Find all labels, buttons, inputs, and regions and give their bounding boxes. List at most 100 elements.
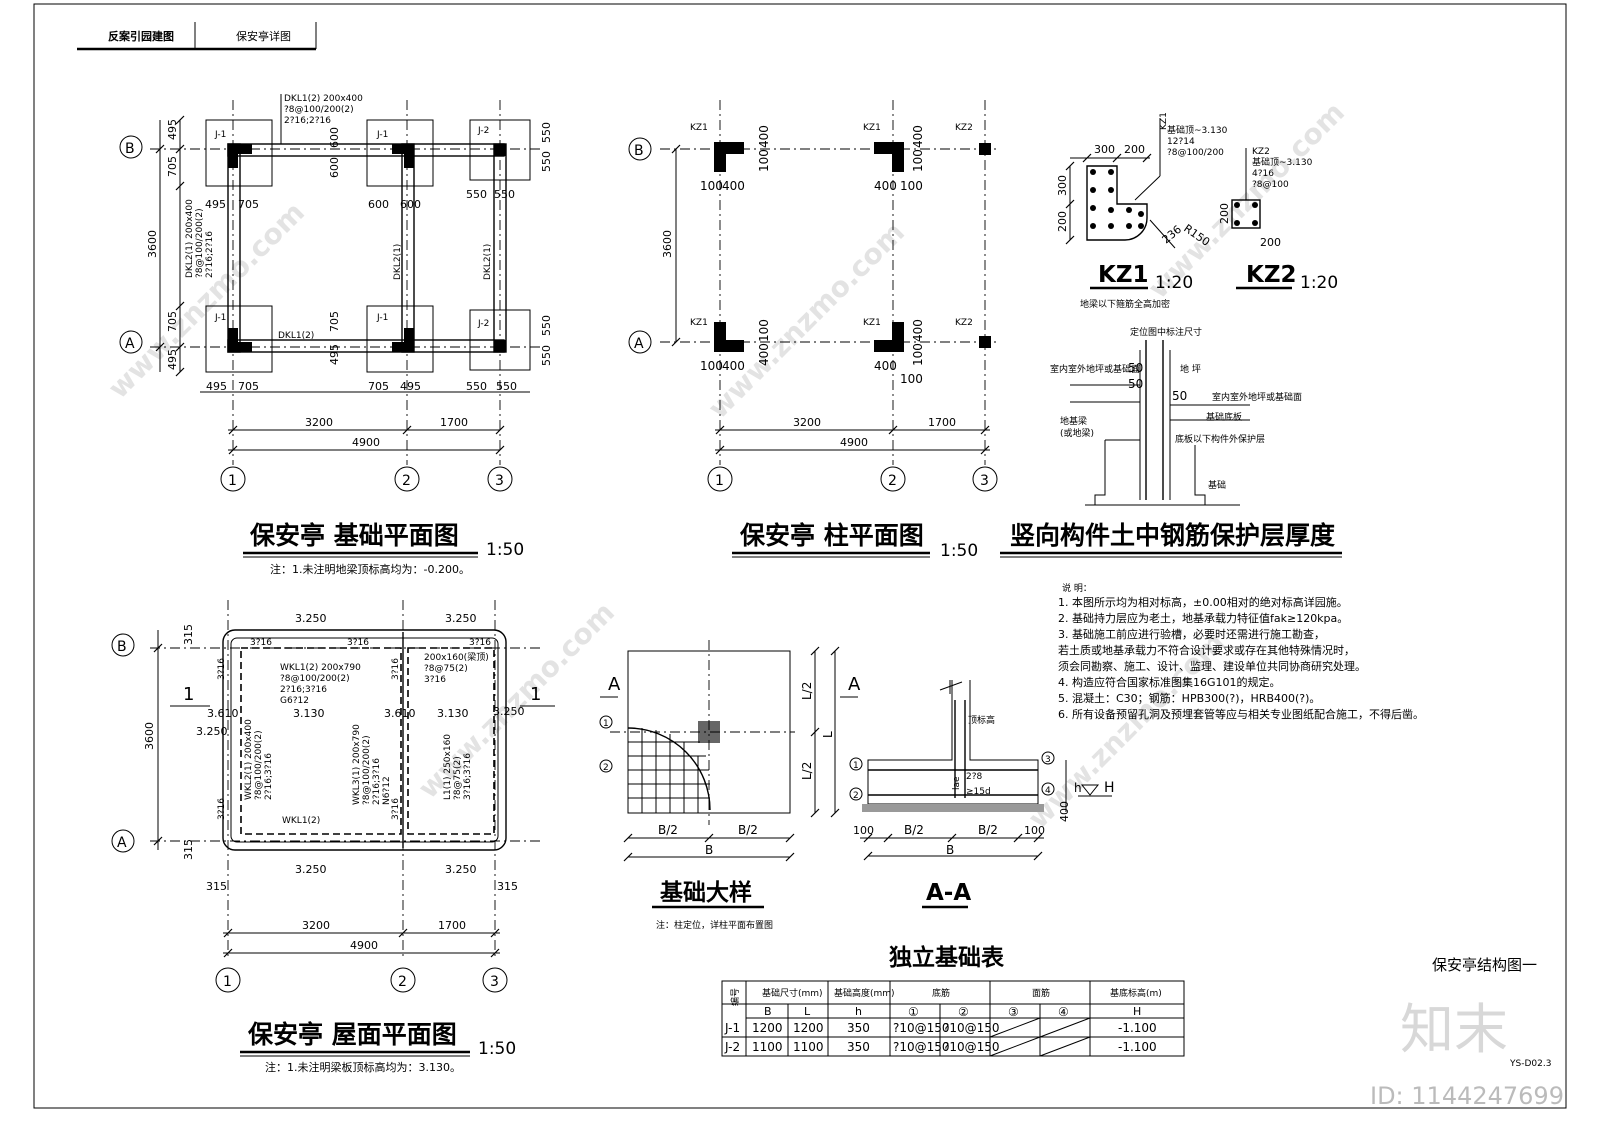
dim-total: 4900	[352, 436, 380, 449]
section-mark: 1	[183, 684, 194, 705]
elevation: 3.130	[293, 707, 325, 720]
table-cell: ?10@150	[893, 1040, 950, 1054]
elevation: 3.250	[493, 705, 525, 718]
th-H: H	[1133, 1005, 1141, 1018]
wkl1-bars: 2?16;3?16	[280, 685, 327, 695]
section-cut-mark: A	[848, 674, 861, 695]
watermark-logo: 知末	[1400, 998, 1508, 1061]
table-cell: ?10@150	[893, 1021, 950, 1035]
column-label: KZ1	[863, 123, 881, 133]
dim: 400	[911, 319, 925, 342]
bars: 3?16	[217, 658, 227, 680]
dim-span: 1700	[928, 416, 956, 429]
dim-span: 3200	[302, 919, 330, 932]
dim: 100	[700, 359, 723, 373]
dim: B	[946, 843, 954, 857]
dim: 100	[900, 372, 923, 386]
dim: L/2	[800, 762, 814, 780]
drawing-border	[33, 3, 1567, 1109]
table-cell: 1100	[793, 1040, 824, 1054]
dim: 600	[328, 127, 341, 148]
elevation-h: H	[1104, 780, 1115, 796]
kz1-elev: KZ1	[1159, 112, 1169, 130]
top-beam-stirrup: ?8@75(2)	[424, 664, 468, 674]
dim-span: 3200	[305, 416, 333, 429]
section-label: 顶标高	[968, 714, 995, 726]
kz1-stirrup: ?8@100/200	[1167, 148, 1224, 158]
dim: 300	[1056, 175, 1069, 196]
th-size: 基础尺寸(mm)	[762, 987, 823, 999]
axis-3: 3	[980, 473, 989, 489]
kz1-title: KZ1	[1098, 262, 1149, 288]
column-plan-title: 保安亭 柱平面图	[739, 521, 924, 550]
section-aa-title: A-A	[926, 880, 971, 906]
bars: 3?16	[391, 658, 401, 680]
wkl2-label: WKL2(1) 200x400	[244, 719, 254, 800]
top-beam-bars: 3?16	[424, 675, 446, 685]
note-item: 1. 本图所示均为相对标高，±0.00相对的绝对标高详园施。	[1058, 595, 1348, 609]
dim: 705	[166, 311, 179, 332]
kz1-bars: 12?14	[1167, 137, 1195, 147]
th-c3: ③	[1008, 1005, 1019, 1019]
wkl1-bottom: WKL1(2)	[282, 816, 320, 826]
kz2-elev: 基础顶~3.130	[1252, 156, 1313, 168]
bars: 3?16	[469, 638, 491, 648]
dim: 550	[494, 188, 515, 201]
table-cell: 1200	[793, 1021, 824, 1035]
cover-label: 基础底板	[1206, 411, 1242, 423]
axis-1: 1	[715, 473, 724, 489]
dim: 600	[328, 157, 341, 178]
elevation: 3.250	[445, 612, 477, 625]
foundation-plan-title: 保安亭 基础平面图	[249, 521, 459, 550]
footing-label: J-1	[214, 313, 226, 323]
bars: 3?16	[347, 638, 369, 648]
kz1-detail: 300 200 300 200 236 R150 KZ1 基础顶~3.130 1…	[1056, 112, 1228, 310]
elevation: 3.130	[437, 707, 469, 720]
bar-callout: 2	[603, 763, 609, 773]
note-item: 2. 基础持力层应为老土，地基承载力特征值fak≥120kpa。	[1058, 611, 1348, 625]
footing-label: J-1	[376, 130, 388, 140]
cover-dim: 50	[1172, 389, 1187, 403]
dim: 550	[540, 151, 553, 172]
beam-label: DKL1(2)	[278, 331, 314, 341]
wkl2-stirrup: ?8@100/200(2)	[254, 730, 264, 800]
dim-span: 1700	[438, 919, 466, 932]
dim: 100	[757, 149, 771, 172]
l1-bars: 3?16;3?16	[463, 753, 473, 800]
th-bottom: 底筋	[932, 987, 950, 999]
dim: 400	[757, 343, 771, 366]
dim: 100	[757, 319, 771, 342]
dim: 100	[700, 179, 723, 193]
dim: 400	[911, 125, 925, 148]
dim: 300	[1094, 143, 1115, 156]
kz2-name: KZ2	[1252, 147, 1270, 157]
watermark-id: ID: 1144247699	[1370, 1082, 1564, 1110]
table-cell: -1.100	[1118, 1040, 1157, 1054]
dim: 400	[1058, 801, 1071, 822]
table-cell: J-2	[724, 1040, 740, 1054]
axis-a: A	[634, 336, 644, 352]
elevation: 3.610	[384, 707, 416, 720]
beam-label: DKL2(1) 200x400	[185, 199, 195, 278]
dim: 100	[853, 824, 874, 837]
elevation: 3.610	[207, 707, 239, 720]
cover-label: 室内室外地坪或基础面	[1050, 363, 1140, 375]
note-item: 若土质或地基承载力不符合设计要求或存在其他特殊情况时，	[1058, 643, 1355, 657]
dim: 495	[328, 344, 341, 365]
scale: 1:20	[1300, 273, 1338, 293]
dim: 600	[368, 198, 389, 211]
axis-2: 2	[402, 473, 411, 489]
dim: 705	[166, 156, 179, 177]
dim: 100	[911, 149, 925, 172]
kz2-stirrup: ?8@100	[1252, 180, 1289, 190]
dim: 200	[1260, 236, 1281, 249]
cover-dim: 50	[1128, 377, 1143, 391]
dim: 200	[1056, 211, 1069, 232]
kz1-note: 地梁以下箍筋全高加密	[1080, 298, 1170, 310]
bars: 3?16	[250, 638, 272, 648]
cover-detail: 定位图中标注尺寸 50 50 50 室内室外地坪或基础面 地 坪 室内室外地坪或…	[1000, 326, 1342, 558]
wkl3-stirrup: ?8@100/200(2)	[362, 735, 372, 805]
dim: 495	[206, 380, 227, 393]
note-item: 5. 混凝土：C30；钢筋：HPB300(?)，HRB400(?)。	[1058, 691, 1320, 705]
th-b: B	[764, 1005, 772, 1018]
